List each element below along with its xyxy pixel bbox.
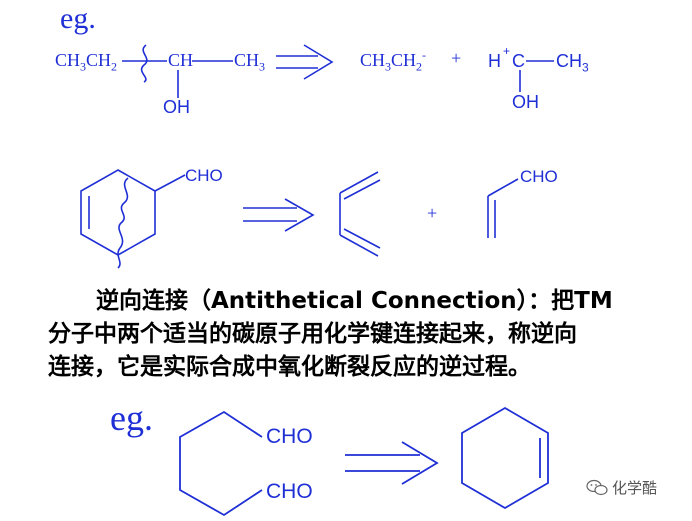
disconnection-wavy-2 <box>117 177 129 269</box>
retro-arrow-2 <box>243 198 315 232</box>
product-h: H <box>488 51 501 71</box>
eg-label-top: eg. <box>60 2 96 35</box>
watermark-text: 化学酷 <box>612 480 658 497</box>
cyclohexene-aldehyde-structure <box>80 169 186 269</box>
disconnection-wavy-1 <box>140 44 148 83</box>
product-ch3: CH3 <box>556 51 589 75</box>
cyclohexene-structure <box>461 406 549 510</box>
acrolein-structure <box>487 178 519 238</box>
butadiene-structure <box>339 171 381 257</box>
cho-top-label: CHO <box>266 425 313 448</box>
cho-label-cyclohexene: CHO <box>185 166 223 185</box>
paragraph-line-2: 分子中两个适当的碳原子用化学键连接起来，称逆向 <box>48 321 577 347</box>
plus-charge: + <box>503 44 511 58</box>
retro-arrow-1 <box>276 44 334 80</box>
eg-label-bottom: eg. <box>110 398 153 438</box>
reactant-ch: CH <box>168 50 194 70</box>
definition-paragraph: 逆向连接（Antithetical Connection）：把TM 分子中两个适… <box>48 285 678 384</box>
plus-sign-2: + <box>427 203 438 223</box>
reactant-ch3: CH3 <box>234 50 266 74</box>
product-ch3ch2-anion: CH3CH2- <box>360 48 427 74</box>
cho-bottom-label: CHO <box>266 480 313 503</box>
product-oh: OH <box>512 92 539 112</box>
reactant-oh: OH <box>163 97 190 117</box>
reactant-ch3ch2: CH3CH2 <box>55 50 118 74</box>
paragraph-line-1: 逆向连接（Antithetical Connection）：把TM <box>96 288 613 314</box>
paragraph-line-3: 连接，它是实际合成中氧化断裂反应的逆过程。 <box>48 354 531 380</box>
hexanedial-structure <box>179 410 263 517</box>
cho-label-acrolein: CHO <box>520 167 558 186</box>
plus-sign-1: + <box>451 48 462 68</box>
wechat-icon <box>586 479 608 495</box>
watermark: 化学酷 <box>586 477 657 498</box>
product-c: C <box>512 51 525 71</box>
retro-arrow-3 <box>345 441 439 485</box>
